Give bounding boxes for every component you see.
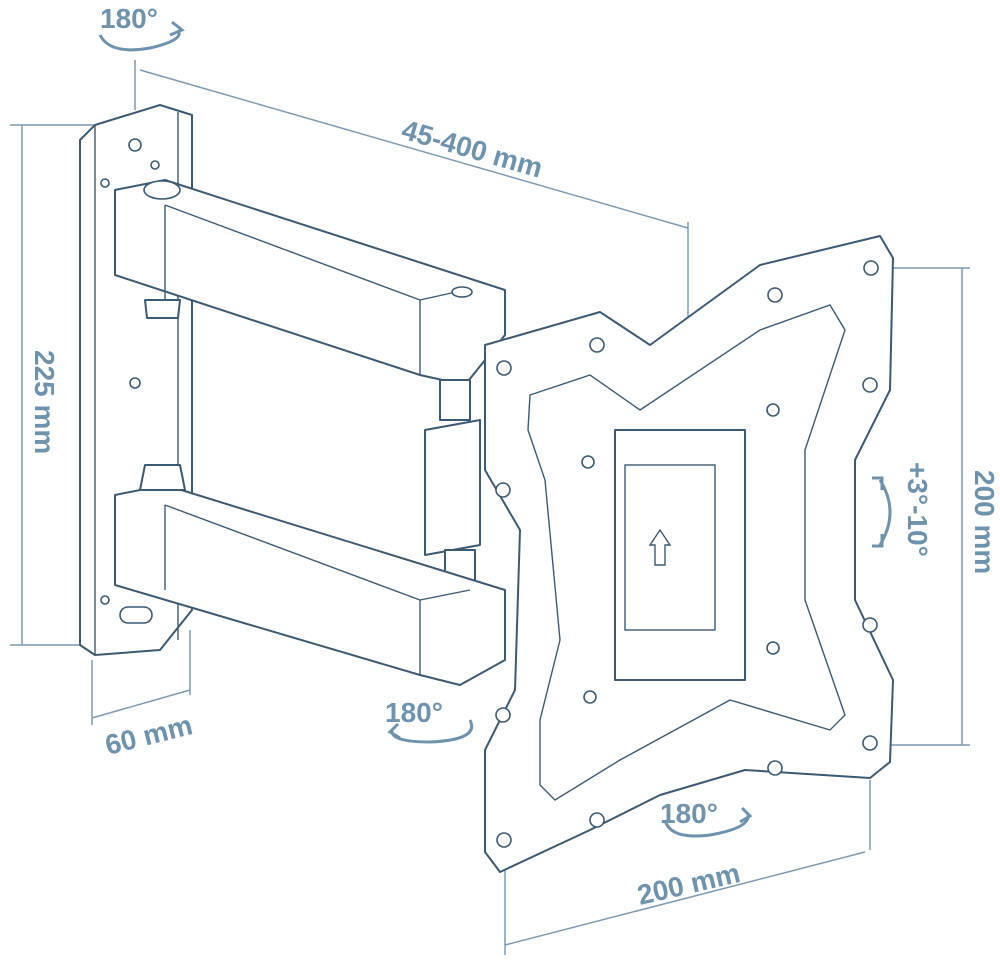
vesa-plate: [484, 235, 894, 873]
top-rotation-label: 180°: [100, 3, 158, 34]
arm-extension-label: 45-400 mm: [398, 114, 546, 184]
rotate-arrow-icon: [663, 806, 753, 838]
arm-rotation-label: 180°: [385, 697, 443, 728]
rotate-arrow-icon: [387, 719, 474, 744]
rotate-arrow-icon: [98, 20, 185, 52]
wall-depth-label: 60 mm: [102, 709, 196, 761]
rotation-arrows: [98, 20, 892, 838]
tilt-label: +3°-10°: [902, 462, 933, 557]
swing-arms: [114, 179, 506, 686]
wall-plate-height-label: 225 mm: [29, 350, 60, 454]
vesa-vertical-label: 200 mm: [969, 470, 1000, 574]
dimension-lines: [10, 60, 970, 955]
vesa-horizontal-label: 200 mm: [634, 857, 743, 911]
tilt-arrow-icon: [872, 476, 892, 548]
plate-rotation-label: 180°: [660, 798, 718, 829]
